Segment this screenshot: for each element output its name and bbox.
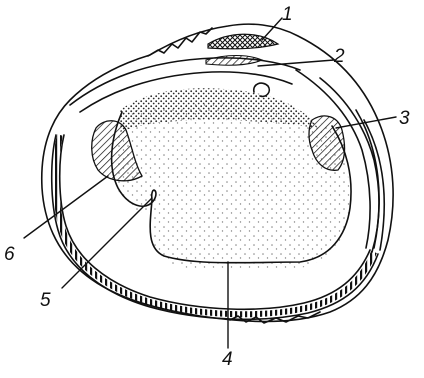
label-3: 3 <box>399 108 410 129</box>
label-6: 6 <box>4 244 15 265</box>
label-4: 4 <box>222 349 233 370</box>
label-2: 2 <box>333 46 345 67</box>
ligament <box>208 34 278 49</box>
label-5: 5 <box>40 290 51 311</box>
leader-line-3 <box>336 117 396 128</box>
label-1: 1 <box>282 4 293 25</box>
leader-line-6 <box>24 176 108 238</box>
leader-line-5 <box>62 198 152 288</box>
hinge-teeth <box>206 56 262 66</box>
shell-serrated-edge <box>148 28 212 56</box>
